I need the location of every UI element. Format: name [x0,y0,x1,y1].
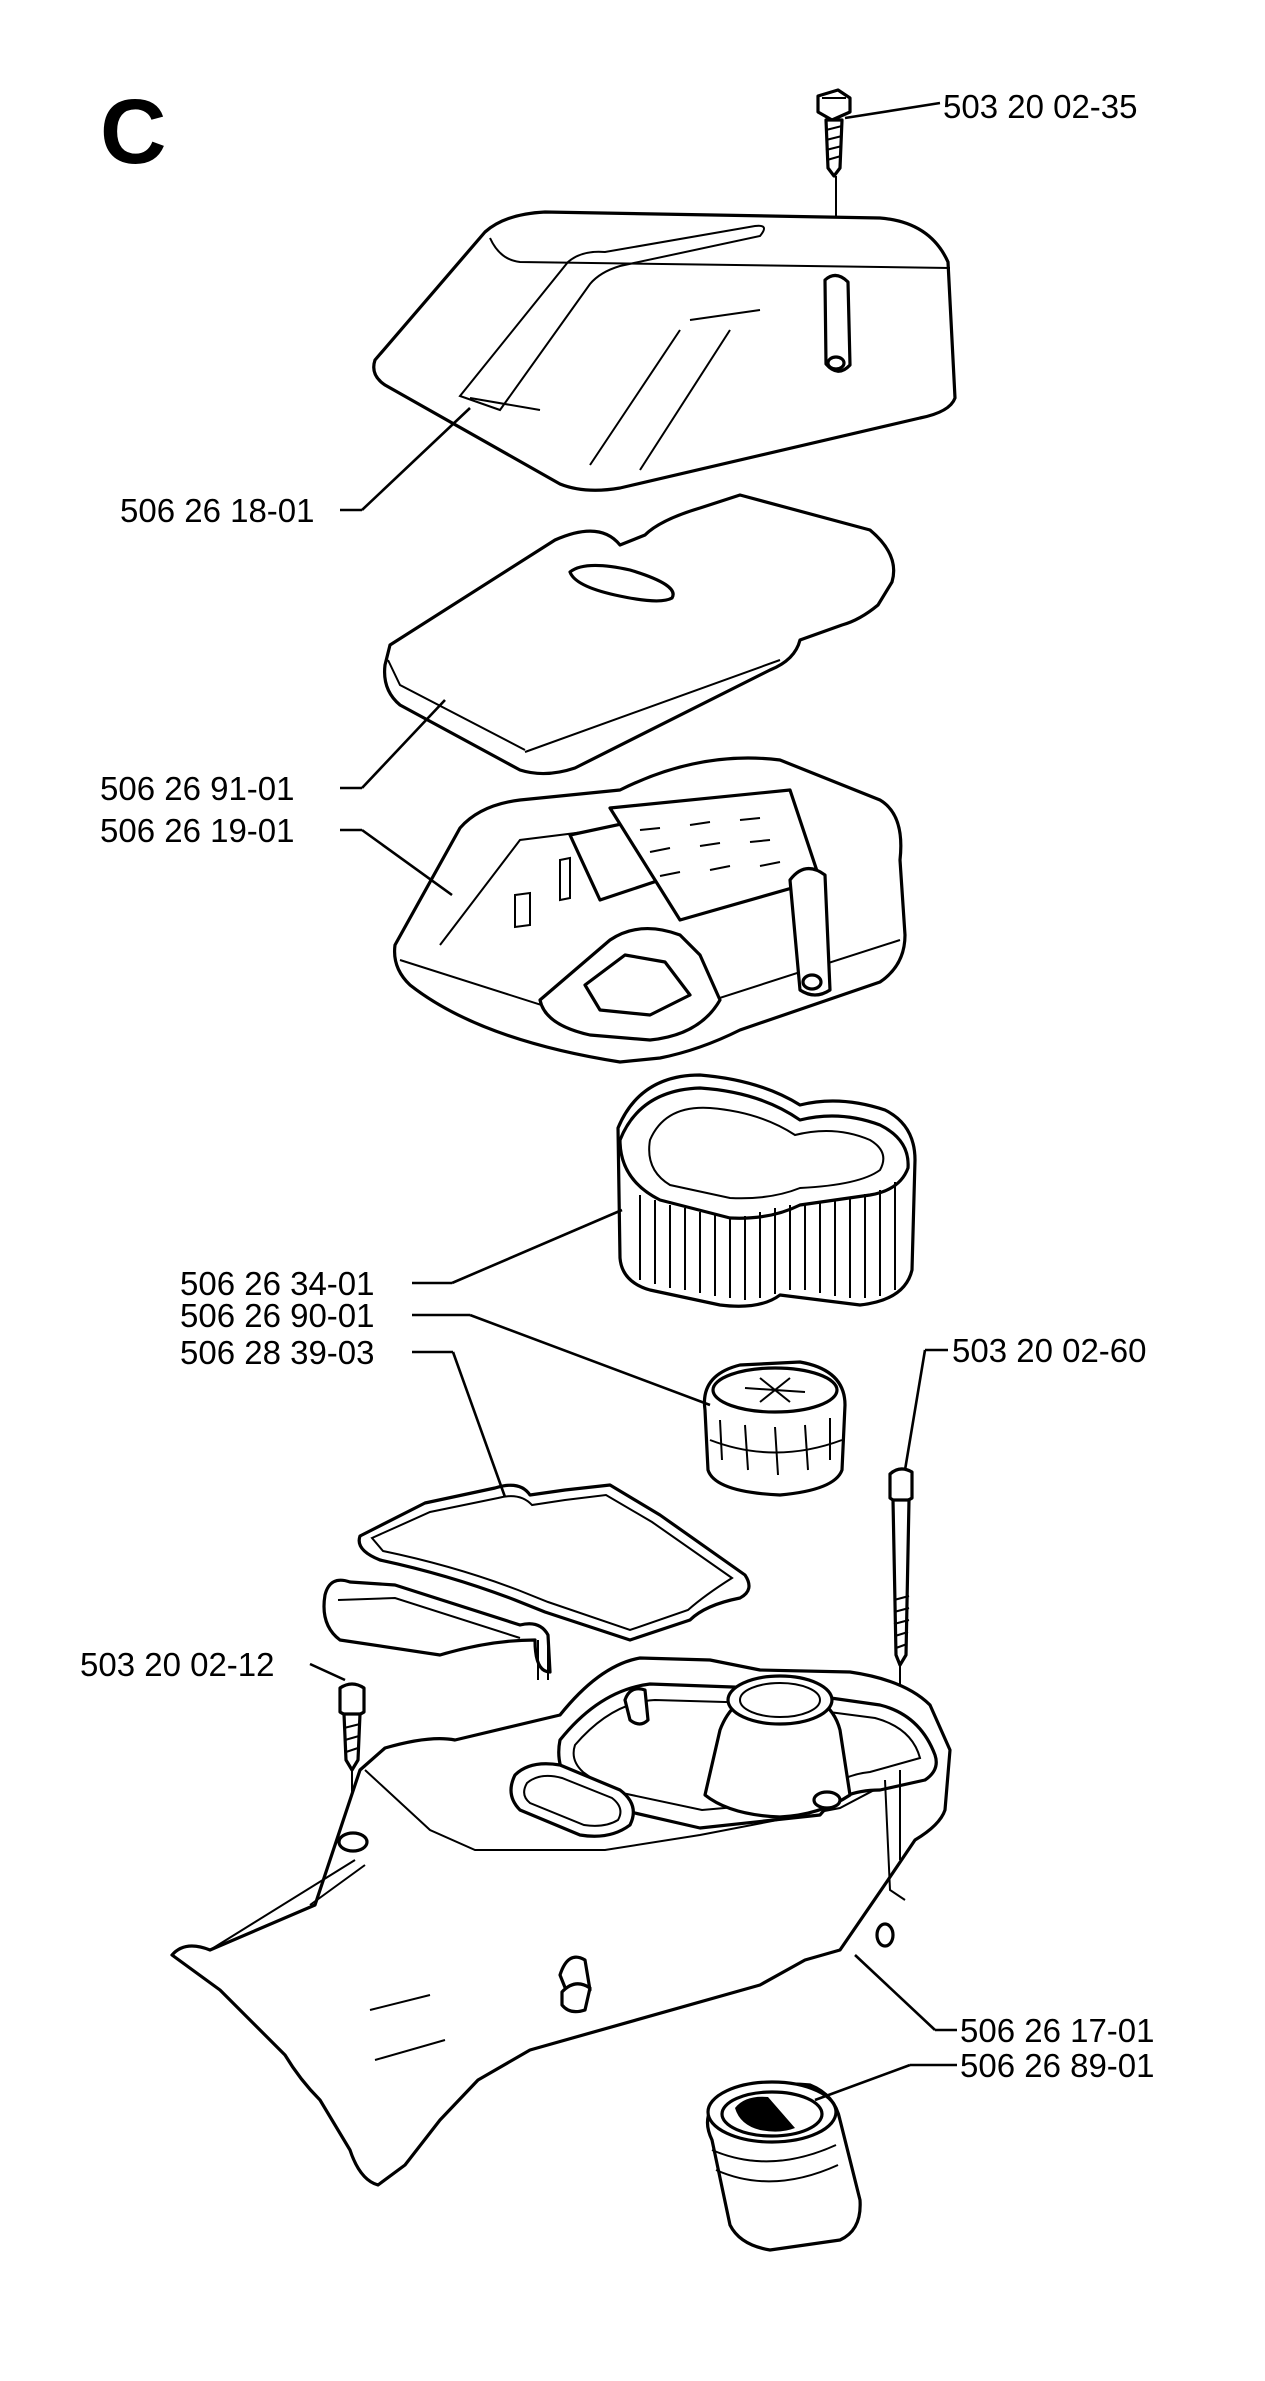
pre-filter-drawing [382,493,896,776]
leader-filter-nut [469,1313,711,1407]
label-air-filter: 506 26 34-01 [180,1265,375,1302]
label-gasket: 506 28 39-03 [180,1334,375,1371]
label-filter-nut: 506 26 90-01 [180,1297,375,1334]
filter-nut-drawing [702,1360,847,1497]
label-base-cover: 506 26 17-01 [960,2012,1155,2049]
filter-housing-drawing [392,756,907,1064]
leader-rubber-boot [814,2063,911,2102]
section-letter: C [100,81,166,183]
label-pre-filter: 506 26 91-01 [100,770,295,807]
leader-base-cover [854,1954,936,2031]
leader-gasket [451,1351,507,1498]
leader-screw-left [309,1662,346,1682]
leader-screw-top [844,101,941,120]
gasket-drawing [322,1483,751,1680]
leader-filter-housing [361,828,453,897]
label-filter-housing: 506 26 19-01 [100,812,295,849]
label-cover: 506 26 18-01 [120,492,315,529]
label-screw-long: 503 20 02-60 [952,1332,1147,1369]
cover-drawing [372,210,957,492]
air-filter-drawing [616,1073,917,1308]
leader-screw-long [903,1349,927,1471]
label-screw-top: 503 20 02-35 [943,88,1138,125]
label-screw-left: 503 20 02-12 [80,1646,275,1683]
label-rubber-boot: 506 26 89-01 [960,2047,1155,2084]
base-cover-drawing [170,1656,952,2187]
leader-pre-filter [361,699,446,789]
leader-air-filter [451,1208,623,1285]
leader-cover [361,407,471,511]
rubber-boot-drawing [705,2080,862,2252]
